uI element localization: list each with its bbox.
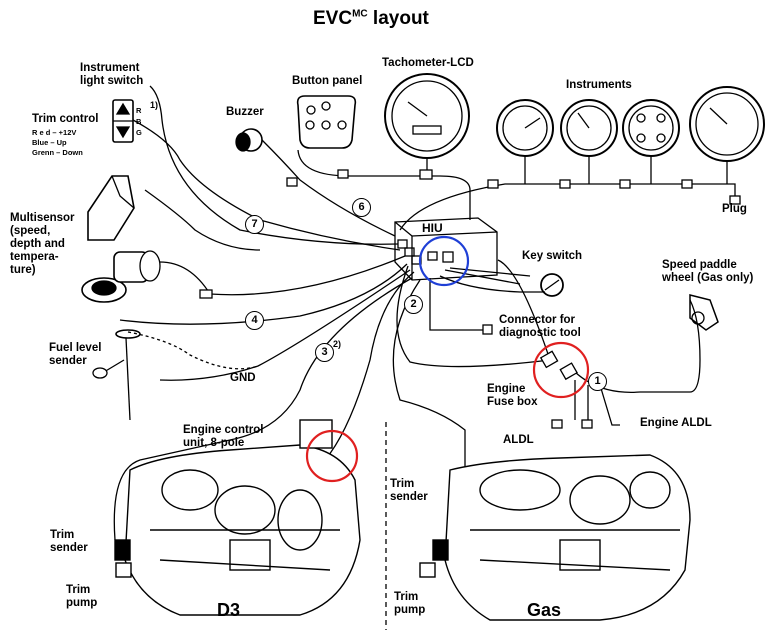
circled-number-1: 1 [588, 372, 607, 391]
hiu-connector-highlight [418, 235, 470, 287]
label-tachometer: Tachometer-LCD [382, 57, 474, 69]
circled-number-4: 4 [245, 311, 264, 330]
ecu-connector-highlight [305, 429, 359, 483]
label-trim-sender-left: Trim sender [50, 529, 88, 554]
label-button-panel: Button panel [292, 75, 363, 87]
diagnostic-connector-highlight [532, 341, 590, 399]
label-engine-fuse-box: Engine Fuse box [487, 383, 538, 408]
fuel-level-sender-icon [92, 329, 141, 421]
label-ecu: Engine control unit, 8-pole [183, 424, 264, 449]
label-trim-blue: Blue – Up [32, 138, 67, 147]
trim-control-switch-icon [112, 99, 134, 143]
label-multisensor: Multisensor (speed, depth and tempera- t… [10, 212, 75, 276]
d3-engine-illustration [114, 419, 361, 616]
label-hiu: HIU [422, 221, 443, 235]
label-trim-pump-right: Trim pump [394, 591, 426, 616]
instrument-gauges-icon [496, 86, 765, 162]
label-trim-control: Trim control [32, 113, 99, 125]
multisensor-icon [81, 175, 161, 303]
label-instruments: Instruments [566, 79, 632, 91]
label-trim-green: Grenn – Down [32, 148, 83, 157]
label-instrument-light-switch: Instrument light switch [80, 62, 144, 87]
button-panel-icon [296, 95, 357, 149]
circled-number-6: 6 [352, 198, 371, 217]
note-2: 2) [333, 339, 342, 349]
circled-number-3: 3 [315, 343, 334, 362]
label-aldl: ALDL [503, 434, 534, 446]
fuel-sender-dashed-wire [127, 331, 259, 370]
label-plug: Plug [722, 203, 747, 215]
tachometer-icon [384, 73, 470, 159]
diagram-title: EVCMC layout [313, 8, 429, 29]
label-engine-aldl: Engine ALDL [640, 417, 712, 429]
label-key-switch: Key switch [522, 250, 583, 262]
label-speed-paddle: Speed paddle wheel (Gas only) [662, 259, 754, 284]
label-fuel-level-sender: Fuel level sender [49, 342, 102, 367]
key-switch-icon [540, 273, 564, 297]
note-1: 1) [150, 100, 159, 110]
label-d3: D3 [217, 600, 241, 620]
wiring-harness [113, 85, 741, 541]
label-buzzer: Buzzer [226, 106, 264, 118]
circled-number-7: 7 [245, 215, 264, 234]
label-connector-diagnostic: Connector for diagnostic tool [499, 314, 581, 339]
circled-number-2: 2 [404, 295, 423, 314]
buzzer-icon [235, 128, 263, 152]
label-trim-pump-left: Trim pump [66, 584, 98, 609]
label-trim-g: G [136, 128, 142, 137]
label-trim-red: R e d – +12V [32, 128, 77, 137]
label-trim-r: R [136, 106, 142, 115]
label-trim-sender-right: Trim sender [390, 478, 428, 503]
label-gas: Gas [527, 600, 562, 620]
gas-engine-illustration [419, 454, 691, 621]
label-trim-b: B [136, 117, 142, 126]
label-gnd: GND [230, 372, 256, 384]
